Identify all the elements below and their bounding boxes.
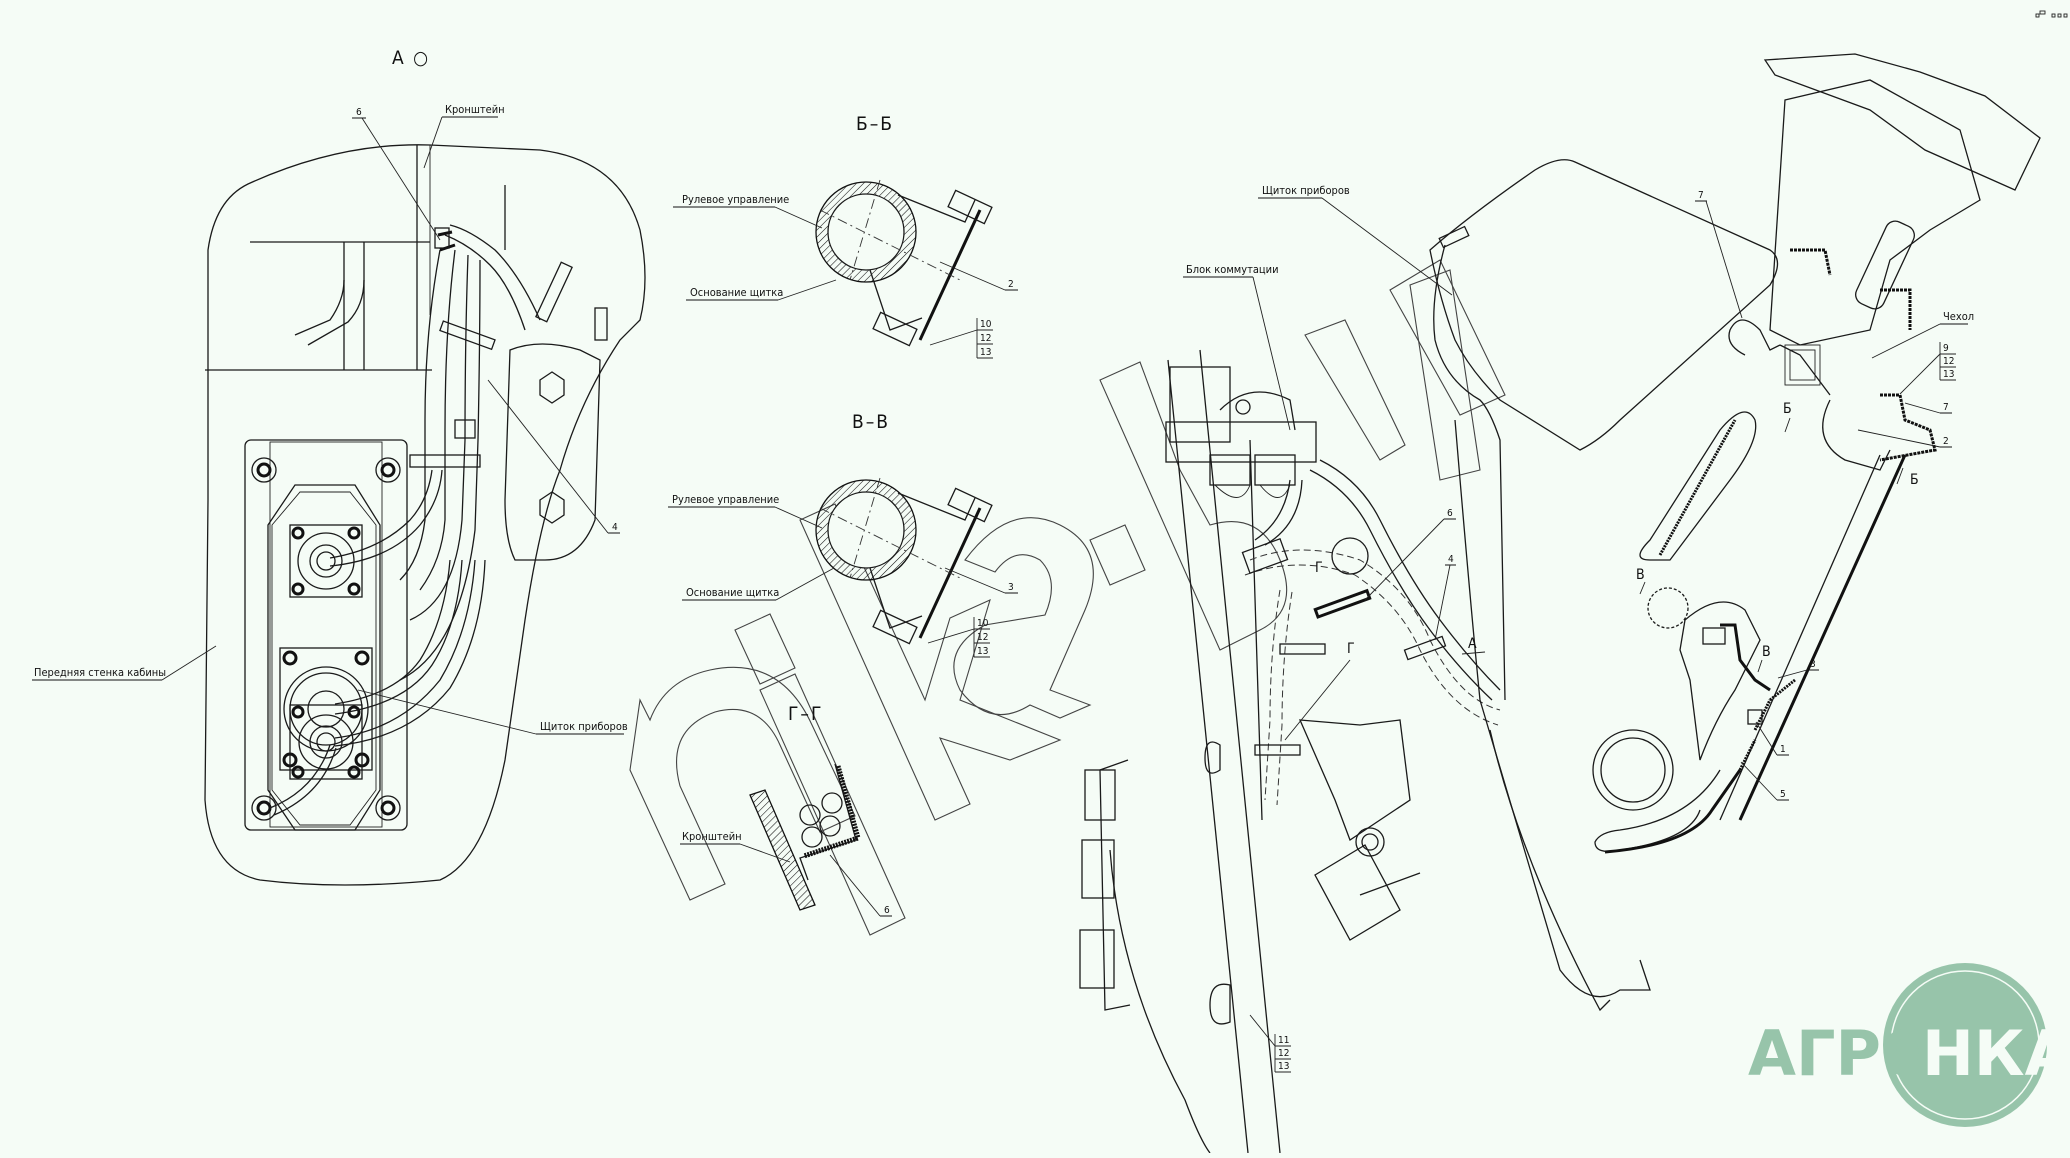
connector-3-lowest [290,703,362,775]
connector-socket-three [290,703,362,775]
steering-label-vv: Рулевое управление [672,493,779,506]
connector-c3 [290,703,362,775]
watermark-outline [629,259,1506,936]
position-6-label-gg: 6 [884,905,890,916]
connector-3-shown [290,703,362,775]
panel-base-label-bb: Основание щитка [690,286,783,299]
connector-three-real [290,703,362,775]
connector-lowest-unit [290,703,362,775]
corner-marks [2035,10,2068,18]
position-12-label-main: 12 [1278,1048,1289,1059]
connector-3-actual [290,703,362,775]
connector-3-unit [290,703,362,775]
position-10-label-vv: 10 [977,618,989,629]
view-a: A ○ [32,47,646,886]
connector-3-visible-main [290,703,362,775]
section-bb-title: Б–Б [856,113,894,135]
section-mark-v-left: В [1636,567,1645,583]
position-10-label-bb: 10 [980,319,992,330]
position-12-label-r: 12 [1943,356,1954,367]
position-13-label-bb: 13 [980,347,991,358]
position-13-label-vv: 13 [977,646,988,657]
connector-3-final-visible [290,703,362,775]
instrument-panel-label-a: Щиток приборов [540,720,628,733]
third-socket [290,703,362,775]
position-11-label-main: 11 [1278,1035,1289,1046]
position-2-label-r: 2 [1943,436,1949,447]
connector-iii [290,703,362,775]
connector-3-drawn-final [290,703,362,775]
position-3-label-r: 3 [1810,659,1816,670]
main-assembly [1079,53,2041,1154]
section-mark-g-top: Г [1315,560,1323,576]
connector-lower-visible [290,703,362,775]
section-vv-title: В–В [852,411,890,433]
position-7-label-r: 7 [1943,402,1949,413]
section-mark-v-right: В [1762,644,1771,660]
position-12-label-bb: 12 [980,333,991,344]
position-7-label-top: 7 [1698,190,1704,201]
agronika-logo: АГРО НКА [1748,963,2070,1127]
section-mark-b-left: Б [1783,401,1792,417]
main-assembly-labels: Щиток приборов Блок коммутации 6 4 Г Г А… [1183,184,1974,1073]
kronshtein-label: Кронштейн [445,103,505,116]
position-9-label: 9 [1943,343,1949,354]
connector-three-main [289,704,363,780]
connector-bottom-real [290,703,362,775]
connector-bottom-visible [290,703,362,775]
logo-text-left: АГРО [1748,1017,1934,1090]
corner-bolts [251,457,401,821]
logo-circle [1883,963,2047,1127]
position-13-label-main: 13 [1278,1061,1289,1072]
front-wall-label: Передняя стенка кабины [34,666,166,679]
connector-three-actual [290,703,362,775]
connector-three-shown [290,703,362,775]
section-mark-b-right: Б [1910,472,1919,488]
position-4-label: 4 [612,522,618,533]
switch-block-label: Блок коммутации [1186,263,1279,276]
logo-text-right: НКА [1922,1017,2070,1090]
section-gg: Г–Г Кронштейн 6 [680,703,892,917]
position-4-label-main: 4 [1448,554,1454,565]
position-13-label-r: 13 [1943,369,1954,380]
position-6-label: 6 [356,107,362,118]
section-vv: В–В Рулевое управление Основание щитка 3… [668,411,1018,658]
position-1-label-r: 1 [1780,744,1786,755]
position-5-label-r: 5 [1780,789,1786,800]
section-mark-a: А [1468,636,1477,652]
position-6-label-main: 6 [1447,508,1453,519]
connector-1 [289,524,363,598]
section-bb: Б–Б Рулевое управление Основание щитка 2… [673,113,1018,359]
steering-label-bb: Рулевое управление [682,193,789,206]
panel-base-label-vv: Основание щитка [686,586,779,599]
section-mark-g-bottom: Г [1347,641,1355,657]
switch-block [1165,366,1317,498]
view-a-title: A ○ [392,47,430,69]
position-12-label-vv: 12 [977,632,988,643]
kronshtein-label-gg: Кронштейн [682,830,742,843]
connector-low [290,703,362,775]
instrument-panel-label-main: Щиток приборов [1262,184,1350,197]
position-2-label-bb: 2 [1008,279,1014,290]
cover-label: Чехол [1943,310,1974,323]
position-3-label-vv: 3 [1008,582,1014,593]
section-gg-title: Г–Г [788,703,823,725]
